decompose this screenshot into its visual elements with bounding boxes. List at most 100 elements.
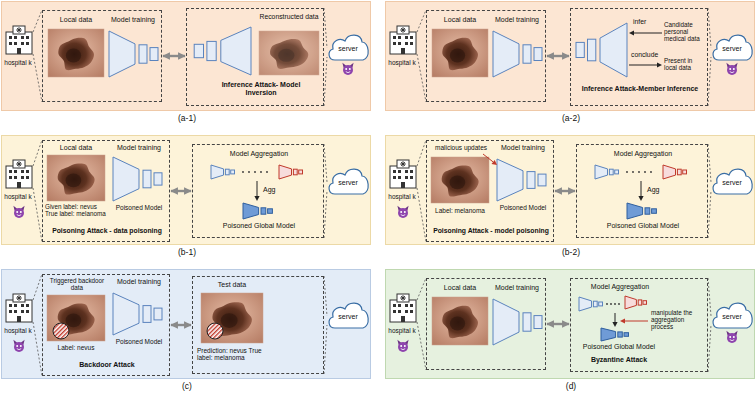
hospital-building — [6, 294, 32, 322]
skin-lesion-photo-part — [432, 297, 488, 345]
skin-lesion-photo-part — [48, 29, 104, 77]
hospital-building-part — [405, 42, 408, 45]
server-name: server — [714, 179, 750, 187]
attacker-devil-part — [401, 215, 405, 216]
panel-caption: (b-2) — [386, 248, 756, 258]
text-slot: Poisoning Attack - model poisoning — [429, 227, 553, 235]
box-label: Test data — [199, 281, 265, 289]
text-slot: hospital k — [386, 193, 418, 200]
text-slot: Agg — [263, 186, 287, 194]
cloud-server: server — [326, 164, 370, 214]
hospital-building-part — [14, 170, 17, 173]
text-slot: Model Aggregation — [575, 283, 665, 291]
attack-panel: (b-1)hospital kLocal dataGiven label: ne… — [1, 135, 371, 245]
attacker-devil-part — [20, 211, 22, 213]
text-slot: server — [714, 45, 750, 53]
node-illustration — [386, 292, 418, 354]
zoom-lines — [33, 140, 327, 242]
neural-network-icon — [627, 203, 656, 219]
neural-network-icon-part — [113, 157, 139, 201]
attacker-devil-part — [730, 340, 734, 341]
attacker-devil — [342, 63, 353, 75]
neural-network-icon-part — [139, 45, 147, 63]
hospital-client: hospital k — [386, 292, 418, 354]
cloud-outline — [713, 303, 752, 328]
text-slot: Label: melanoma — [429, 207, 491, 214]
text-slot: Poisoned Model — [493, 204, 553, 211]
hospital-building-part — [21, 36, 24, 39]
neural-network-icon-part — [652, 209, 657, 214]
box-label: manipulate the aggregation process — [651, 309, 707, 331]
text-slot: Local data — [45, 144, 107, 152]
text-slot: Model Aggregation — [209, 150, 309, 158]
text-slot: Agg — [647, 186, 671, 194]
hospital-building-part — [390, 166, 416, 188]
neural-network-icon-part — [588, 39, 596, 61]
skin-lesion-photo — [47, 155, 105, 201]
flow-arrow-part — [638, 196, 643, 201]
box-label: Label: nevus — [45, 344, 107, 351]
text-slot: Model training — [109, 278, 169, 286]
attack-panel: (a-2)hospital kLocal dataModel trainingi… — [385, 1, 755, 111]
hospital-building-part — [410, 310, 413, 313]
box-label: Model Aggregation — [209, 150, 309, 158]
zoom-lines-part — [324, 191, 327, 238]
hospital-building-part — [401, 316, 405, 322]
node-illustration — [326, 30, 370, 80]
hospital-building-part — [14, 36, 17, 39]
hospital-client: hospital k — [2, 292, 34, 354]
box-label: Local data — [430, 284, 490, 292]
attacker-devil — [13, 206, 24, 218]
cloud-server: server — [710, 298, 754, 348]
neural-network-icon-part — [625, 296, 636, 309]
cloud-outline — [329, 169, 368, 194]
skin-lesion-photo-part — [259, 31, 319, 75]
node-illustration — [43, 11, 163, 103]
hospital-building-part — [393, 304, 396, 307]
ellipsis-dots-part — [260, 171, 262, 173]
hospital-building-part — [405, 304, 408, 307]
text-slot: Local data — [430, 284, 490, 292]
attack-title: Byzantine Attack — [573, 356, 665, 364]
attack-title: Poisoning Attack - model poisoning — [429, 227, 553, 235]
text-slot: Poisoned Model — [109, 338, 169, 345]
box-label: malicious updates — [429, 144, 493, 151]
attacker-devil — [397, 206, 408, 218]
hospital-client: hospital k — [2, 158, 34, 220]
neural-network-icon-part — [261, 208, 266, 214]
zoom-lines-part — [324, 8, 327, 48]
node-illustration — [2, 292, 34, 354]
hospital-building-part — [410, 170, 413, 173]
skin-lesion-photo-part — [442, 165, 479, 196]
skin-lesion-photo-part — [278, 49, 294, 62]
stage-box: Local dataGiven label: nevus True label:… — [42, 140, 170, 242]
stage-box: Local dataModel training — [426, 278, 546, 370]
hospital-building-part — [16, 161, 22, 167]
text-slot: manipulate the aggregation process — [651, 309, 707, 331]
stage-box: Model Aggregation manipulate the aggregat… — [570, 278, 708, 372]
neural-network-icon — [497, 159, 546, 201]
attacker-devil-part — [401, 349, 405, 350]
flow-arrow — [620, 318, 648, 323]
box-label: Model training — [493, 144, 553, 152]
server-name: server — [714, 313, 750, 321]
skin-lesion-photo-part — [58, 38, 94, 71]
text-slot: Given label: nevus True label: melanoma — [45, 203, 109, 217]
neural-network-icon-part — [493, 299, 519, 345]
cloud-outline — [329, 35, 368, 60]
exchange-arrow — [171, 190, 191, 192]
neural-network-icon-part — [600, 23, 627, 77]
box-label: Label: melanoma — [429, 207, 491, 214]
skin-lesion-photo — [432, 29, 488, 77]
attack-title: Backdoor Attack — [45, 361, 169, 369]
exchange-arrow — [163, 55, 185, 57]
neural-network-icon-part — [624, 333, 629, 337]
zoom-lines — [33, 274, 327, 376]
flow-arrow-part — [620, 318, 625, 323]
hospital-building-part — [14, 304, 17, 307]
hospital-client: hospital k — [2, 24, 34, 86]
box-label: Candidate personal medical data — [664, 21, 706, 43]
hospital-building-part — [26, 176, 29, 179]
attacker-devil-part — [730, 72, 734, 73]
box-label: infer — [633, 18, 661, 26]
